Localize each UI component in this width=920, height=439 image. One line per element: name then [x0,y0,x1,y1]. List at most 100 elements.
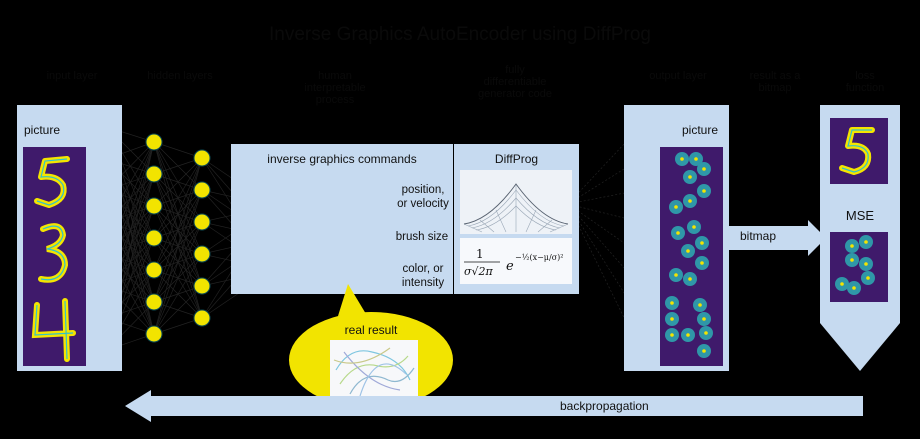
connection-line [153,157,203,239]
connection-line [153,221,203,335]
loss-digit-dot [864,240,868,244]
fully-differentiable-header: fully differentiable generator code [455,64,575,100]
loss-digit-dot [850,244,854,248]
command-label-brush-size: brush size [395,231,449,243]
output-digit-3-dot [700,241,704,245]
hidden-node [193,181,211,199]
output-digit-5-dot [688,175,692,179]
header-line: generator code [478,88,552,100]
output-digit-3-dot [686,249,690,253]
label-line: color, or [402,263,444,275]
loss-output-image [835,235,875,295]
output-digit-thumbnails [660,147,723,366]
input-digit-thumbnails [23,147,86,366]
output-digit-3-dot [674,273,678,277]
header-line: differentiable [483,76,547,88]
output-picture-panel: picture [624,105,729,371]
result-as-bitmap-header: result as a bitmap [730,70,820,94]
hidden-node [193,309,211,327]
hidden-node [145,229,163,247]
output-digit-5-dot [694,157,698,161]
loss-digit-dot [850,258,854,262]
output-digit-5-dot [702,167,706,171]
label-line: or velocity [397,198,449,210]
real-result-label: real result [344,323,398,337]
svg-text:−½(x−μ/σ)²: −½(x−μ/σ)² [515,253,563,262]
output-digit-3-dot [692,225,696,229]
input-picture-label: picture [24,123,61,137]
connection-line [153,285,203,335]
connection-line [567,126,641,205]
mse-label: MSE [845,208,875,223]
output-digit-4-dot [702,317,706,321]
output-digit-4-dot [704,331,708,335]
hidden-layers-header: hidden layers [147,70,213,82]
hidden-node [145,325,163,343]
hidden-node [145,165,163,183]
header-line: fully [505,64,525,76]
real-result-image [330,340,418,402]
connection-line [567,203,641,351]
human-interpretable-header: human interpretable process [280,70,390,106]
hidden-node [145,261,163,279]
svg-text:σ√2π: σ√2π [464,265,494,278]
backpropagation-arrow [125,390,863,422]
header-line: interpretable [304,82,366,94]
label-line: intensity [401,277,445,289]
diffprog-title: DiffProg [494,152,539,166]
loss-digit-dot [864,262,868,266]
output-layer-header: output layer [649,70,707,82]
output-digits-image [665,152,713,358]
hidden-node [193,149,211,167]
output-digit-3-dot [688,277,692,281]
output-digit-4-dot [670,317,674,321]
bitmap-arrow [728,220,826,256]
header-line: bitmap [758,82,792,94]
output-digit-3-dot [676,231,680,235]
connection-line [153,157,203,303]
loss-digit-dot [852,286,856,290]
svg-text:1: 1 [476,247,484,261]
output-digit-5-dot [680,157,684,161]
header-line: loss [855,70,875,82]
inverse-graphics-commands-panel: inverse graphics commands position, or v… [231,144,453,294]
connection-line [153,157,203,271]
real-result-strokes [333,347,415,397]
output-picture-label: picture [682,123,719,137]
loss-target-thumbnail [830,118,888,184]
output-digit-3-dot [700,261,704,265]
hidden-node [145,133,163,151]
command-label-position: position, or velocity [395,183,451,211]
output-digit-5-dot [688,199,692,203]
connection-line [153,189,203,335]
output-digit-4-dot [686,333,690,337]
bitmap-arrow-label: bitmap [740,229,777,243]
loss-digit-dot [866,276,870,280]
hidden-node [193,277,211,295]
loss-digit-dot [840,282,844,286]
connection-line [153,157,203,335]
header-line: human [318,70,352,82]
connection-line [153,253,203,335]
input-digits-image [31,156,76,362]
gaussian-surface-image [463,183,569,233]
gaussian-formula: 1 σ√2π e −½(x−μ/σ)² [460,238,572,284]
loss-output-thumbnail [830,232,888,302]
svg-text:e: e [506,259,514,274]
hidden-node [193,213,211,231]
header-line: function [845,82,885,94]
connection-line [153,157,203,207]
header-line: result as a [749,70,801,82]
hidden-node [193,245,211,263]
output-digit-4-dot [698,303,702,307]
output-digit-4-dot [702,349,706,353]
output-digit-5-dot [702,189,706,193]
gaussian-surface-plot [460,170,572,234]
loss-function-header: loss function [830,70,900,94]
diagram-title: Inverse Graphics AutoEncoder using DiffP… [269,24,651,45]
diffprog-panel: DiffProg 1 σ√2π e −½(x−μ/σ)² [454,144,579,294]
commands-panel-title: inverse graphics commands [267,152,417,166]
header-line: process [315,94,355,106]
hidden-layer-1-nodes [145,133,163,343]
backpropagation-label: backpropagation [560,399,649,413]
